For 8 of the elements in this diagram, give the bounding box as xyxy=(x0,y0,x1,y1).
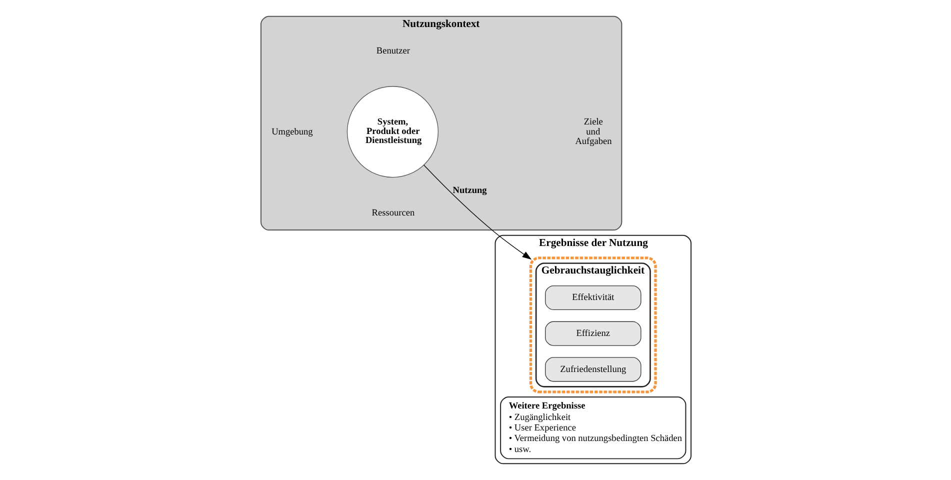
node-box: Zufriedenstellung xyxy=(544,357,641,382)
node-circle: System, Produkt oder Dienstleistung xyxy=(346,86,438,178)
edge-label: Nutzung xyxy=(452,186,486,196)
node-box: Effizienz xyxy=(544,321,641,346)
cluster xyxy=(528,256,656,394)
node-box: Weitere Ergebnisse • Zugänglichkeit • User Experience • Vermeidung von nutzungsbedingten Schäden • usw. xyxy=(500,396,686,460)
node-box: Effektivität xyxy=(544,285,641,310)
arrow xyxy=(422,164,532,260)
